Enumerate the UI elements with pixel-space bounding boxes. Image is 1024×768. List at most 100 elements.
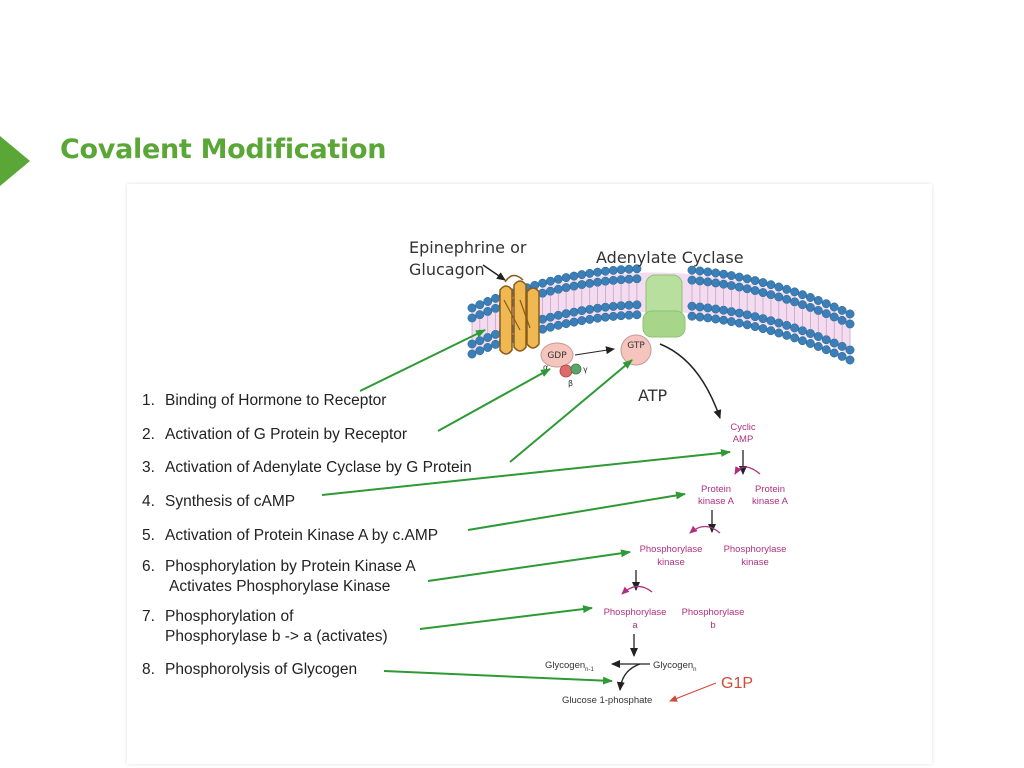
lipid-head xyxy=(483,343,493,352)
lipid-head xyxy=(719,315,729,325)
lipid-head xyxy=(750,322,760,332)
enzyme-cascade: Cyclic AMP Protein kinase A Protein kina… xyxy=(545,422,789,706)
camp-label-line-1: Cyclic xyxy=(730,422,756,433)
lipid-head xyxy=(585,304,595,314)
pka-right-line-2: kinase A xyxy=(752,496,789,507)
lipid-head xyxy=(695,266,705,276)
lipid-head xyxy=(837,305,847,315)
lipid-head xyxy=(766,316,776,326)
lipid-head xyxy=(608,275,618,285)
lipid-head xyxy=(600,276,610,286)
step-3-number: 3. xyxy=(142,459,155,476)
lipid-head xyxy=(821,299,831,309)
alpha-label: α xyxy=(543,363,548,372)
lipid-head xyxy=(758,324,768,334)
step-5-text: Activation of Protein Kinase A by c.AMP xyxy=(165,527,438,544)
step-8-number: 8. xyxy=(142,661,155,678)
lipid-head xyxy=(491,329,500,339)
lipid-head xyxy=(585,314,595,324)
lipid-head xyxy=(782,320,792,330)
step-2-arrow xyxy=(437,368,551,432)
lipid-head xyxy=(632,264,642,274)
lipid-head xyxy=(545,276,555,286)
lipid-head xyxy=(553,284,563,294)
pka-left-line-2: kinase A xyxy=(698,496,735,507)
gdp-to-gtp-arrow xyxy=(574,346,615,356)
lipid-head xyxy=(813,306,823,315)
hormone-arrow xyxy=(482,264,506,281)
lipid-head xyxy=(475,310,485,320)
lipid-head xyxy=(782,284,792,294)
lipid-head xyxy=(475,346,485,356)
lipid-head xyxy=(829,348,839,358)
lipid-head xyxy=(734,308,744,318)
lipid-head xyxy=(483,297,493,306)
lipid-head xyxy=(593,267,603,277)
g1p-label: G1P xyxy=(721,675,753,692)
lipid-head xyxy=(845,345,855,355)
lipid-head xyxy=(750,276,760,286)
lipid-head xyxy=(719,269,729,279)
lipid-head xyxy=(467,339,477,349)
atp-to-camp-arrow xyxy=(659,343,722,419)
lipid-head xyxy=(585,278,595,288)
lipid-head xyxy=(538,278,548,288)
lipid-head xyxy=(742,310,752,320)
step-1-text: Binding of Hormone to Receptor xyxy=(165,392,386,409)
hormone-label-line-1: Epinephrine or xyxy=(409,238,527,257)
lipid-head xyxy=(491,303,500,313)
lipid-head xyxy=(719,305,729,315)
lipid-head xyxy=(569,281,579,291)
lipid-head xyxy=(553,320,563,330)
lipid-head xyxy=(821,335,831,345)
lipid-head xyxy=(593,313,603,323)
phosphorylase-a-line-2: a xyxy=(632,620,638,631)
lipid-head xyxy=(577,316,587,326)
gamma-label: γ xyxy=(583,365,588,374)
step-2-number: 2. xyxy=(142,426,155,443)
lipid-head xyxy=(734,272,744,282)
lipid-head xyxy=(616,275,626,285)
lipid-head xyxy=(821,345,831,355)
lipid-head xyxy=(475,336,485,346)
step-3-text: Activation of Adenylate Cyclase by G Pro… xyxy=(165,459,472,476)
pka-activation-arrow xyxy=(734,466,761,475)
step-2-text: Activation of G Protein by Receptor xyxy=(165,426,407,443)
lipid-bilayer-heads xyxy=(467,264,855,365)
lipid-head xyxy=(766,280,776,290)
lipid-head xyxy=(600,266,610,276)
lipid-head xyxy=(726,307,736,317)
step-8-arrow xyxy=(383,670,613,685)
step-6-text-line-2: Activates Phosphorylase Kinase xyxy=(169,578,390,595)
phosphorylase-activation-arrow xyxy=(621,585,653,595)
lipid-head xyxy=(545,286,555,296)
step-connector-arrows xyxy=(321,329,731,685)
lipid-head xyxy=(805,293,815,302)
lipid-head xyxy=(624,310,634,320)
lipid-head xyxy=(616,311,626,321)
lipid-head xyxy=(711,278,721,288)
lipid-head xyxy=(798,300,807,310)
lipid-head xyxy=(790,297,800,307)
lipid-head xyxy=(577,270,587,280)
lipid-head xyxy=(608,311,618,321)
step-4-number: 4. xyxy=(142,493,155,510)
lipid-head xyxy=(687,275,697,285)
lipid-head xyxy=(750,312,760,322)
phk-right-line-1: Phosphorylase xyxy=(724,544,787,555)
lipid-head xyxy=(467,349,477,359)
lipid-head xyxy=(813,296,823,305)
lipid-head xyxy=(561,273,571,283)
lipid-head xyxy=(687,311,697,321)
lipid-head xyxy=(703,313,713,323)
adenylate-cyclase-icon xyxy=(642,274,686,338)
lipid-head xyxy=(703,303,713,313)
lipid-head xyxy=(742,274,752,284)
lipid-head xyxy=(695,276,705,286)
step-7-arrow xyxy=(419,605,593,630)
lipid-head xyxy=(467,313,477,323)
lipid-head xyxy=(798,290,807,300)
lipid-head xyxy=(569,271,579,281)
lipid-head xyxy=(813,342,823,351)
